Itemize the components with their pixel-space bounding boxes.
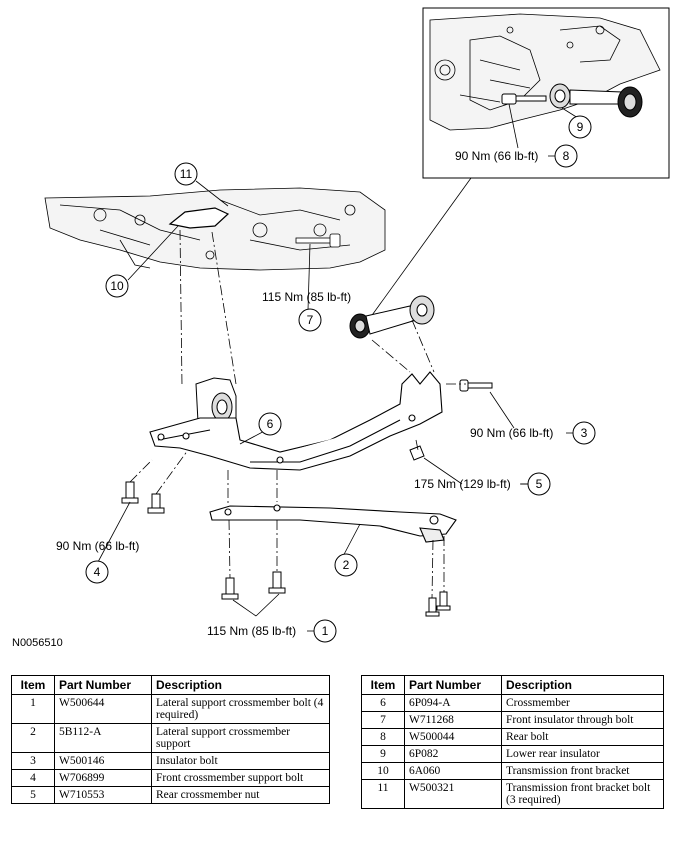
part-number-cell: 6P082	[404, 745, 502, 763]
insulator-bolt-3	[459, 379, 493, 392]
callout-2-number: 2	[343, 558, 350, 572]
part-number-cell: 5B112-A	[54, 723, 152, 753]
exploded-view-diagram: 115 Nm (85 lb-ft) 1 2 90 Nm (66 lb-ft) 3…	[44, 7, 670, 643]
callout-4-torque: 90 Nm (66 lb-ft)	[56, 539, 139, 553]
header-description: Description	[151, 675, 330, 695]
lower-rear-insulator	[349, 295, 435, 339]
table-row: 2 5B112-A Lateral support crossmember su…	[11, 723, 330, 753]
part-number-cell: W500644	[54, 694, 152, 724]
callout-3-number: 3	[581, 426, 588, 440]
table-row: 11 W500321 Transmission front bracket bo…	[361, 779, 664, 809]
part-number-cell: 6A060	[404, 762, 502, 780]
callout-6-number: 6	[267, 417, 274, 431]
callout-5-torque: 175 Nm (129 lb-ft)	[414, 477, 511, 491]
description-cell: Lower rear insulator	[501, 745, 664, 763]
table-header-row: Item Part Number Description	[361, 675, 664, 695]
callout-7-torque: 115 Nm (85 lb-ft)	[262, 290, 351, 304]
table-row: 8 W500044 Rear bolt	[361, 728, 664, 746]
callout-4: 90 Nm (66 lb-ft) 4	[56, 539, 139, 584]
callout-1-number: 1	[322, 624, 329, 638]
front-support-bolts-4	[121, 481, 165, 514]
parts-table-left: Item Part Number Description 1 W500644 L…	[11, 675, 330, 804]
description-cell: Transmission front bracket	[501, 762, 664, 780]
item-cell: 9	[361, 745, 405, 763]
item-cell: 8	[361, 728, 405, 746]
part-number-cell: W710553	[54, 786, 152, 804]
table-header-row: Item Part Number Description	[11, 675, 330, 695]
description-cell: Rear bolt	[501, 728, 664, 746]
table-row: 10 6A060 Transmission front bracket	[361, 762, 664, 780]
header-part-number: Part Number	[54, 675, 152, 695]
item-cell: 5	[11, 786, 55, 804]
crossmember	[149, 371, 443, 471]
description-cell: Lateral support crossmember support	[151, 723, 330, 753]
item-cell: 3	[11, 752, 55, 770]
callout-9: 9	[568, 115, 592, 139]
lateral-support-bolts-1	[221, 571, 451, 617]
part-number-cell: W500044	[404, 728, 502, 746]
callout-5: 175 Nm (129 lb-ft) 5	[414, 472, 551, 496]
table-row: 9 6P082 Lower rear insulator	[361, 745, 664, 763]
callout-7-number: 7	[307, 313, 314, 327]
item-cell: 2	[11, 723, 55, 753]
description-cell: Insulator bolt	[151, 752, 330, 770]
callout-8-torque: 90 Nm (66 lb-ft)	[455, 149, 538, 163]
header-item: Item	[361, 675, 405, 695]
callout-10: 10	[105, 274, 129, 298]
item-cell: 10	[361, 762, 405, 780]
part-number-cell: W500146	[54, 752, 152, 770]
callout-1: 115 Nm (85 lb-ft) 1	[207, 619, 337, 643]
table-row: 5 W710553 Rear crossmember nut	[11, 786, 330, 804]
callout-8: 90 Nm (66 lb-ft) 8	[455, 144, 578, 168]
callout-3: 90 Nm (66 lb-ft) 3	[470, 421, 596, 445]
description-cell: Front insulator through bolt	[501, 711, 664, 729]
callout-10-number: 10	[110, 279, 124, 293]
callout-5-number: 5	[536, 477, 543, 491]
callout-9-number: 9	[577, 120, 584, 134]
table-row: 1 W500644 Lateral support crossmember bo…	[11, 694, 330, 724]
callout-2: 2	[334, 553, 358, 577]
header-description: Description	[501, 675, 664, 695]
callout-4-number: 4	[94, 565, 101, 579]
table-row: 4 W706899 Front crossmember support bolt	[11, 769, 330, 787]
callout-7: 115 Nm (85 lb-ft) 7	[262, 290, 351, 332]
description-cell: Rear crossmember nut	[151, 786, 330, 804]
description-cell: Transmission front bracket bolt (3 requi…	[501, 779, 664, 809]
item-cell: 1	[11, 694, 55, 724]
lateral-support	[209, 504, 457, 543]
part-number-cell: 6P094-A	[404, 694, 502, 712]
rear-crossmember-nut-5	[409, 445, 425, 461]
table-row: 7 W711268 Front insulator through bolt	[361, 711, 664, 729]
part-number-cell: W711268	[404, 711, 502, 729]
transmission-assembly	[44, 187, 386, 271]
part-number-cell: W500321	[404, 779, 502, 809]
header-part-number: Part Number	[404, 675, 502, 695]
description-cell: Lateral support crossmember bolt (4 requ…	[151, 694, 330, 724]
inset-leader-line	[369, 177, 472, 319]
description-cell: Front crossmember support bolt	[151, 769, 330, 787]
item-cell: 7	[361, 711, 405, 729]
description-cell: Crossmember	[501, 694, 664, 712]
table-row: 3 W500146 Insulator bolt	[11, 752, 330, 770]
table-row: 6 6P094-A Crossmember	[361, 694, 664, 712]
callout-11-number: 11	[180, 167, 193, 181]
callout-6: 6	[258, 412, 282, 436]
callout-11: 11	[174, 162, 198, 186]
alignment-lines	[129, 229, 466, 599]
item-cell: 11	[361, 779, 405, 809]
part-number-cell: W706899	[54, 769, 152, 787]
inset-detail	[422, 7, 670, 179]
callout-3-torque: 90 Nm (66 lb-ft)	[470, 426, 553, 440]
figure-id: N0056510	[12, 637, 63, 649]
parts-table-right: Item Part Number Description 6 6P094-A C…	[361, 675, 664, 809]
header-item: Item	[11, 675, 55, 695]
item-cell: 4	[11, 769, 55, 787]
callout-1-torque: 115 Nm (85 lb-ft)	[207, 624, 296, 638]
callout-8-number: 8	[563, 149, 570, 163]
item-cell: 6	[361, 694, 405, 712]
